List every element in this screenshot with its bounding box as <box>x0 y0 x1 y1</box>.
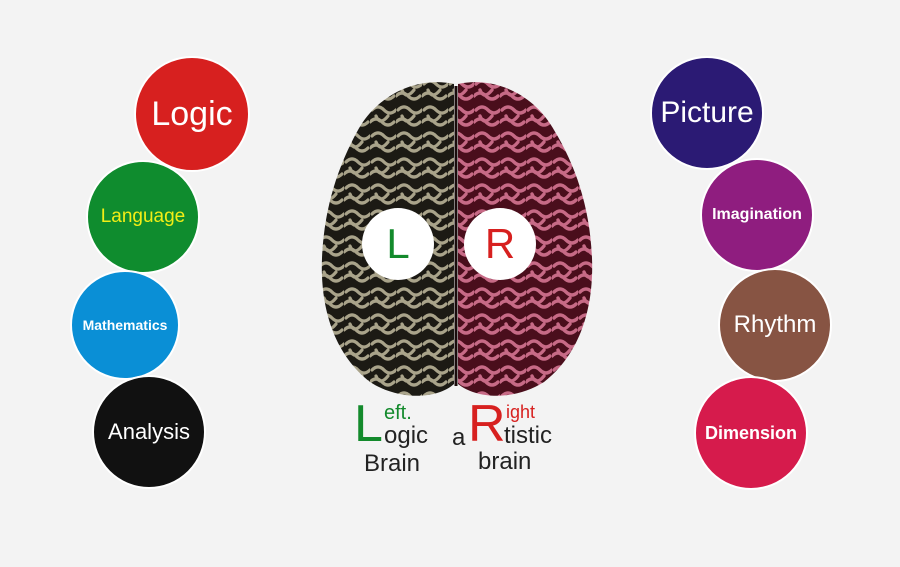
bubble-language: Language <box>86 160 200 274</box>
bubble-analysis-label: Analysis <box>108 419 190 444</box>
left-hemisphere-badge: L <box>362 208 434 280</box>
bubble-logic: Logic <box>134 56 250 172</box>
left-caption-big-letter: L <box>354 395 383 453</box>
left-caption-line2: Brain <box>364 450 421 477</box>
brain-illustration: L R <box>318 78 596 400</box>
bubble-analysis: Analysis <box>92 375 206 489</box>
bubble-rhythm-label: Rhythm <box>733 311 817 338</box>
right-caption-big-letter: R <box>468 395 506 453</box>
right-caption-prefix: a <box>452 424 466 451</box>
brain-svg <box>321 82 593 396</box>
bubble-language-label: Language <box>100 206 186 227</box>
bubble-dimension-label: Dimension <box>704 422 797 443</box>
right-caption-superscript: ight <box>506 402 536 422</box>
bubble-logic-label: Logic <box>151 94 233 133</box>
bubble-imagination: Imagination <box>700 158 814 272</box>
right-caption-line2: brain <box>478 448 532 475</box>
left-hemisphere-letter: L <box>386 220 410 267</box>
bubble-dimension: Dimension <box>694 376 808 490</box>
bubble-imagination-label: Imagination <box>712 206 802 223</box>
bubble-picture-label: Picture <box>660 96 754 129</box>
left-brain-caption: L eft. ogic Brain <box>350 398 450 488</box>
right-hemisphere-badge: R <box>464 208 536 280</box>
left-caption-superscript: eft. <box>384 402 412 424</box>
left-caption-rest: ogic <box>384 422 429 449</box>
bubble-mathematics: Mathematics <box>70 270 180 380</box>
right-caption-rest: tistic <box>504 422 552 449</box>
right-hemisphere-letter: R <box>484 220 516 267</box>
bubble-rhythm: Rhythm <box>718 268 832 382</box>
bubble-mathematics-label: Mathematics <box>82 317 168 333</box>
right-brain-caption: a R ight tistic brain <box>450 398 580 488</box>
bubble-picture: Picture <box>650 56 764 170</box>
